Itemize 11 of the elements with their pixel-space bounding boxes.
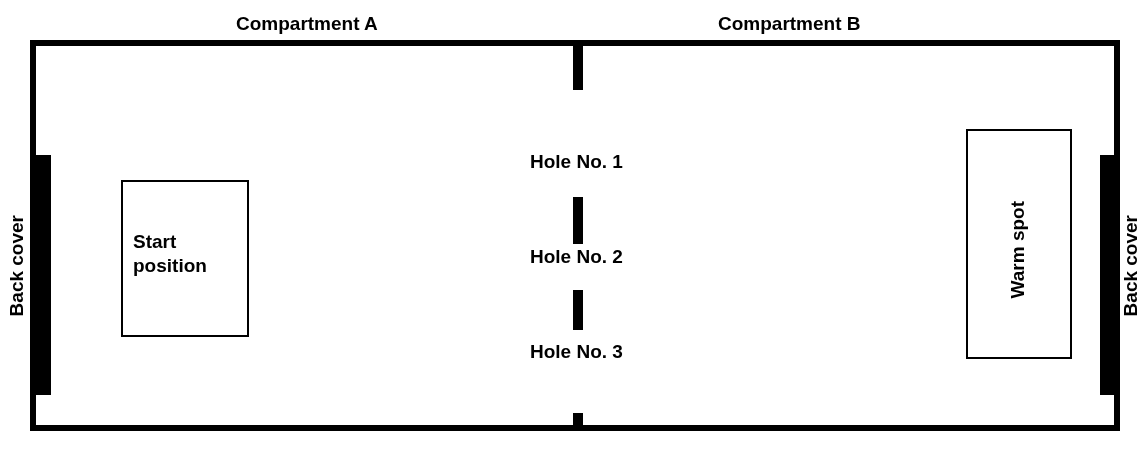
hole-label: Hole No. 1 [530, 150, 623, 174]
start-position-box [121, 180, 249, 337]
part-label: Back cover [1119, 215, 1142, 317]
node-label: Warm spot [1006, 201, 1029, 299]
node-label: Start position [133, 230, 208, 278]
hole-label: Hole No. 3 [530, 340, 623, 364]
warm-spot-box [966, 129, 1072, 359]
compartment-heading: Compartment A [236, 12, 378, 36]
part-label: Back cover [5, 215, 28, 317]
hole-label: Hole No. 2 [530, 245, 623, 269]
compartment-heading: Compartment B [718, 12, 861, 36]
